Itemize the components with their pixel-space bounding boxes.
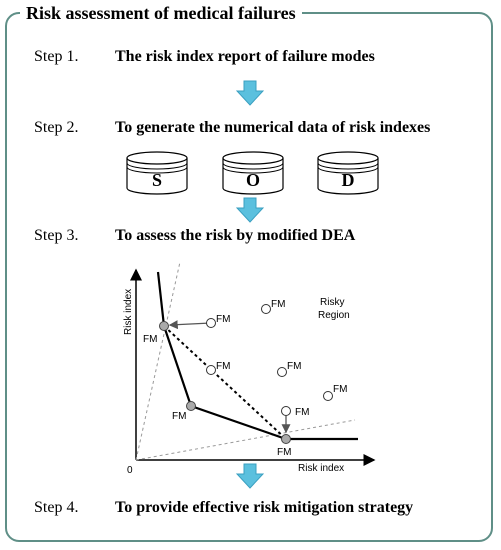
step-1-text: The risk index report of failure modes	[115, 48, 375, 65]
region-label: Region	[318, 310, 350, 321]
inefficient-point-3	[206, 365, 216, 375]
step-3-label: Step 3.	[34, 227, 79, 244]
inefficient-point-4	[277, 367, 287, 377]
database-o-label: O	[245, 170, 260, 190]
step-2-label: Step 2.	[34, 119, 79, 136]
diagram-title: Risk assessment of medical failures	[20, 3, 302, 23]
fm-label-3: FM	[216, 361, 230, 372]
efficient-point-2	[186, 401, 196, 411]
origin-label: 0	[127, 465, 133, 476]
step-2-text: To generate the numerical data of risk i…	[115, 119, 431, 136]
fm-label-8: FM	[172, 411, 186, 422]
fm-label-1: FM	[216, 314, 230, 325]
efficient-point-3	[281, 434, 291, 444]
fm-label-6: FM	[333, 384, 347, 395]
fm-label-9: FM	[277, 447, 291, 458]
step-4-text: To provide effective risk mitigation str…	[115, 499, 414, 516]
fm-label-4: FM	[287, 361, 301, 372]
step-3-text: To assess the risk by modified DEA	[115, 227, 356, 244]
step-1-label: Step 1.	[34, 48, 79, 65]
ray-upper	[135, 261, 181, 461]
efficient-point-1	[159, 321, 169, 331]
database-o-icon	[222, 151, 284, 195]
fm-label-7: FM	[143, 334, 157, 345]
fm-label-2: FM	[271, 299, 285, 310]
database-d-icon	[317, 151, 379, 195]
inefficient-point-2	[261, 304, 271, 314]
database-d-label: D	[341, 170, 355, 190]
y-axis-label: Risk index	[123, 289, 134, 335]
inefficient-point-1	[206, 318, 216, 328]
database-s-icon	[126, 151, 188, 195]
x-axis-label: Risk index	[298, 463, 344, 474]
inefficient-point-5	[281, 406, 291, 416]
projection-arrow-horizontal	[168, 320, 212, 330]
flow-arrow-1	[236, 80, 264, 106]
database-s-label: S	[151, 170, 162, 190]
projection-line	[163, 325, 287, 440]
fm-label-5: FM	[295, 407, 309, 418]
flow-arrow-2	[236, 197, 264, 223]
inefficient-point-6	[323, 391, 333, 401]
step-4-label: Step 4.	[34, 499, 79, 516]
flow-arrow-3	[236, 463, 264, 489]
risky-label: Risky	[320, 297, 344, 308]
ray-lower	[135, 419, 356, 461]
